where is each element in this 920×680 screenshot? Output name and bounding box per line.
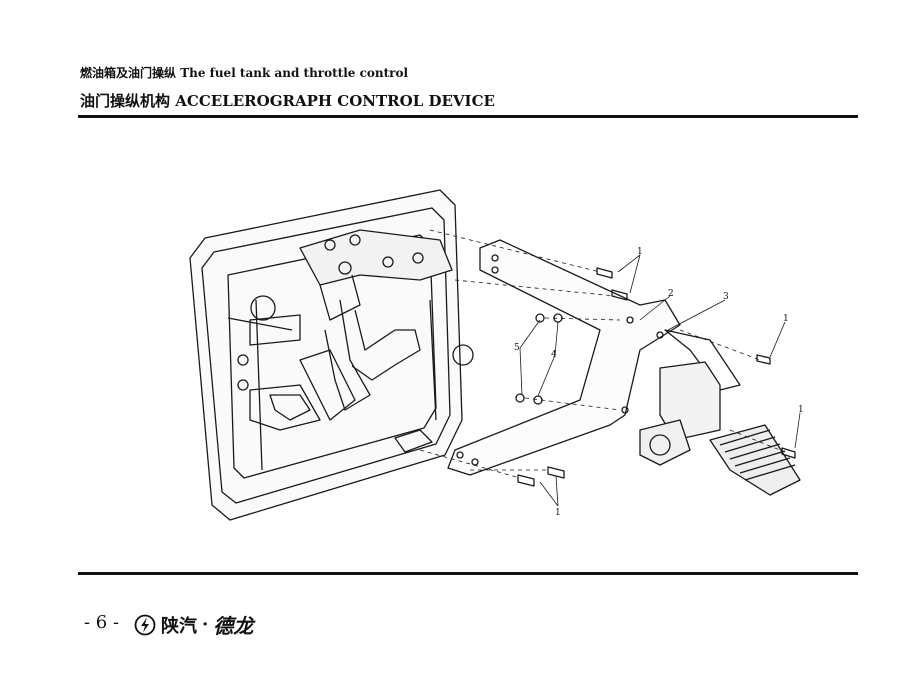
callout-1-pedal: 1 — [798, 405, 804, 415]
footer-divider — [78, 572, 858, 575]
section-heading: 燃油箱及油门操纵 The fuel tank and throttle cont… — [80, 64, 408, 81]
callout-leaders — [519, 254, 801, 507]
page-title-zh: 油门操纵机构 — [80, 92, 171, 110]
callout-1-top: 1 — [637, 247, 643, 257]
shaanxi-bolt-logo-icon — [134, 614, 156, 635]
callout-3: 3 — [723, 292, 729, 302]
page-title: 油门操纵机构 ACCELEROGRAPH CONTROL DEVICE — [80, 90, 495, 111]
page-number: - 6 - — [84, 612, 120, 633]
callout-labels: 1 2 3 1 1 5 4 1 — [514, 247, 804, 518]
pedal-bracket — [227, 229, 474, 471]
callout-1-right: 1 — [783, 314, 789, 324]
callout-2: 2 — [668, 289, 674, 299]
alignment-lines — [419, 229, 786, 479]
callout-5: 5 — [514, 343, 520, 353]
section-heading-en: The fuel tank and throttle control — [180, 66, 409, 80]
brand-logo: 陕汽 · 德龙 — [134, 610, 253, 639]
callout-4: 4 — [551, 350, 557, 360]
brand-separator: · — [202, 614, 209, 635]
page-title-en: ACCELEROGRAPH CONTROL DEVICE — [175, 92, 495, 110]
section-heading-zh: 燃油箱及油门操纵 — [80, 66, 177, 80]
callout-1-bottom: 1 — [555, 508, 561, 518]
header-divider — [78, 115, 858, 118]
brand-series-name: 德龙 — [213, 614, 254, 638]
accelerator-pedal-assembly — [639, 329, 801, 496]
brand-name: 陕汽 — [161, 615, 197, 637]
